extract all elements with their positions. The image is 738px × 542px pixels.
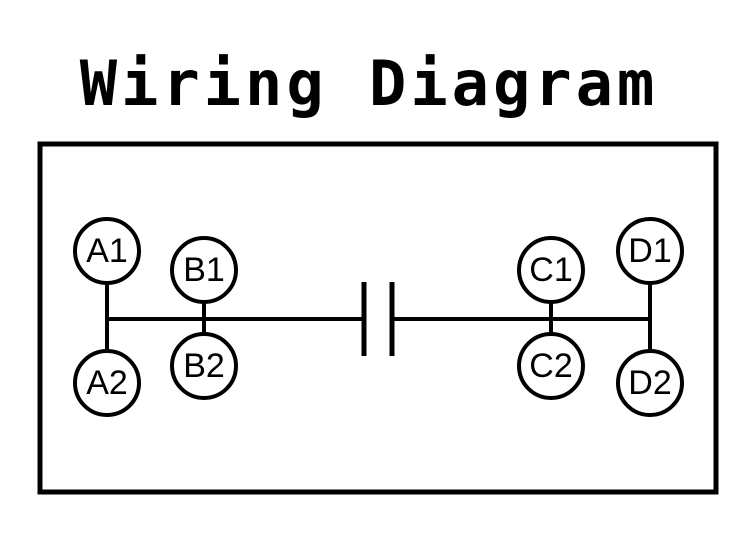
terminal-d1: D1 xyxy=(616,217,684,285)
terminal-a2: A2 xyxy=(73,349,141,417)
terminal-d2-label: D2 xyxy=(628,364,671,402)
diagram-frame xyxy=(37,141,719,495)
terminal-c2-label: C2 xyxy=(529,347,572,385)
terminal-a1-label: A1 xyxy=(86,232,128,270)
terminal-b1-label: B1 xyxy=(183,251,225,289)
terminal-c1-label: C1 xyxy=(529,251,572,289)
terminal-a1: A1 xyxy=(73,217,141,285)
terminal-b2-label: B2 xyxy=(183,347,225,385)
page-title: Wiring Diagram xyxy=(79,47,659,120)
terminal-d2: D2 xyxy=(616,349,684,417)
terminal-d1-label: D1 xyxy=(628,232,671,270)
terminal-c1: C1 xyxy=(517,236,585,304)
terminal-c2: C2 xyxy=(517,332,585,400)
terminal-a2-label: A2 xyxy=(86,364,128,402)
terminal-b1: B1 xyxy=(170,236,238,304)
terminal-b2: B2 xyxy=(170,332,238,400)
